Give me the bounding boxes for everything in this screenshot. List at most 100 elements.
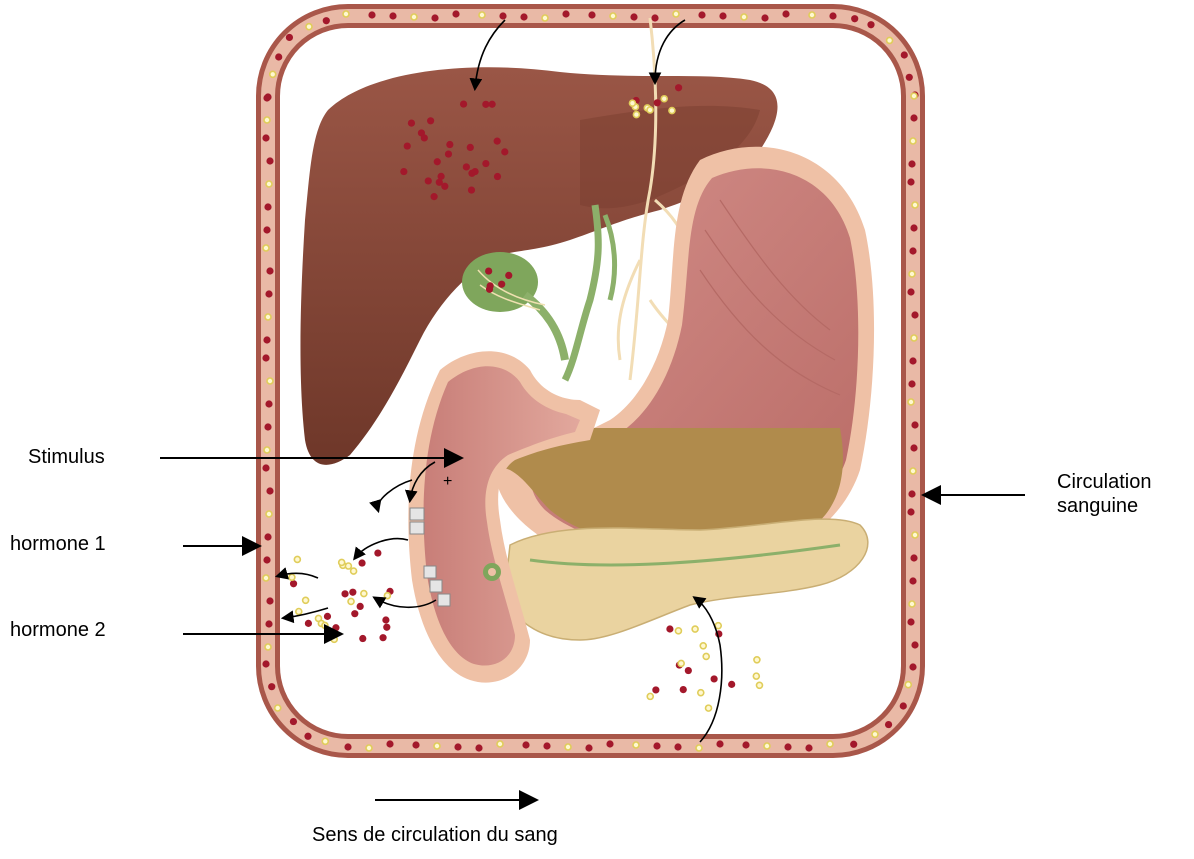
yellow-particle: [647, 693, 653, 699]
plus-sign: +: [443, 473, 452, 491]
red-particle: [851, 15, 858, 22]
red-particle: [761, 14, 768, 21]
yellow-particle: [910, 138, 916, 144]
red-particle: [445, 150, 452, 157]
red-particle: [434, 158, 441, 165]
red-particle: [908, 160, 915, 167]
red-particle: [482, 101, 489, 108]
yellow-particle: [661, 96, 667, 102]
red-particle: [374, 549, 381, 556]
red-particle: [412, 741, 419, 748]
red-particle: [728, 681, 735, 688]
yellow-particle: [827, 741, 833, 747]
red-particle: [850, 741, 857, 748]
red-particle: [358, 559, 365, 566]
yellow-particle: [306, 24, 312, 30]
red-particle: [383, 624, 390, 631]
yellow-particle: [741, 14, 747, 20]
red-particle: [910, 224, 917, 231]
yellow-particle: [647, 107, 653, 113]
red-particle: [263, 226, 270, 233]
yellow-particle: [887, 37, 893, 43]
red-particle: [351, 610, 358, 617]
red-particle: [666, 625, 673, 632]
red-particle: [911, 311, 918, 318]
yellow-particle: [703, 653, 709, 659]
red-particle: [349, 589, 356, 596]
blood-direction-label: Sens de circulation du sang: [312, 823, 558, 847]
red-particle: [446, 141, 453, 148]
red-particle: [910, 554, 917, 561]
yellow-particle: [263, 575, 269, 581]
yellow-particle: [629, 100, 635, 106]
red-particle: [907, 288, 914, 295]
red-particle: [359, 635, 366, 642]
yellow-particle: [872, 731, 878, 737]
yellow-particle: [905, 682, 911, 688]
red-particle: [262, 354, 269, 361]
yellow-particle: [264, 117, 270, 123]
yellow-particle: [322, 622, 328, 628]
red-particle: [454, 743, 461, 750]
yellow-particle: [275, 705, 281, 711]
red-particle: [901, 51, 908, 58]
red-particle: [386, 740, 393, 747]
red-particle: [501, 148, 508, 155]
blood-circulation-label: Circulation sanguine: [1057, 470, 1151, 518]
yellow-particle: [303, 597, 309, 603]
red-particle: [266, 157, 273, 164]
red-particle: [498, 281, 505, 288]
yellow-particle: [753, 673, 759, 679]
yellow-particle: [908, 399, 914, 405]
pancreas-arrow: [695, 598, 722, 742]
red-particle: [562, 10, 569, 17]
red-particle: [782, 10, 789, 17]
yellow-particle: [909, 601, 915, 607]
red-particle: [389, 12, 396, 19]
release-arrow-1: [278, 573, 318, 578]
red-particle: [485, 267, 492, 274]
red-particle: [499, 12, 506, 19]
cell-arrow-2: [355, 539, 408, 558]
red-particle: [264, 203, 271, 210]
yellow-particle: [633, 112, 639, 118]
red-particle: [341, 590, 348, 597]
red-particle: [698, 11, 705, 18]
red-particle: [304, 733, 311, 740]
red-particle: [680, 686, 687, 693]
red-particle: [885, 721, 892, 728]
red-particle: [408, 119, 415, 126]
red-particle: [907, 178, 914, 185]
red-particle: [908, 380, 915, 387]
yellow-particle: [542, 15, 548, 21]
red-particle: [907, 508, 914, 515]
yellow-particle: [912, 202, 918, 208]
red-particle: [675, 84, 682, 91]
yellow-particle: [696, 745, 702, 751]
red-particle: [332, 624, 339, 631]
red-particle: [425, 177, 432, 184]
yellow-particle: [296, 609, 302, 615]
red-particle: [653, 742, 660, 749]
red-particle: [290, 580, 297, 587]
red-particle: [829, 12, 836, 19]
red-particle: [268, 683, 275, 690]
yellow-particle: [361, 591, 367, 597]
red-particle: [908, 490, 915, 497]
yellow-particle: [351, 568, 357, 574]
yellow-particle: [266, 181, 272, 187]
red-particle: [266, 267, 273, 274]
yellow-particle: [479, 12, 485, 18]
red-particle: [716, 740, 723, 747]
yellow-particle: [331, 636, 337, 642]
yellow-particle: [289, 574, 295, 580]
yellow-particle: [692, 626, 698, 632]
yellow-particle: [266, 511, 272, 517]
red-particle: [543, 742, 550, 749]
red-particle: [382, 616, 389, 623]
yellow-particle: [754, 657, 760, 663]
red-particle: [907, 618, 914, 625]
yellow-particle: [263, 245, 269, 251]
yellow-particle: [345, 563, 351, 569]
red-particle: [630, 13, 637, 20]
